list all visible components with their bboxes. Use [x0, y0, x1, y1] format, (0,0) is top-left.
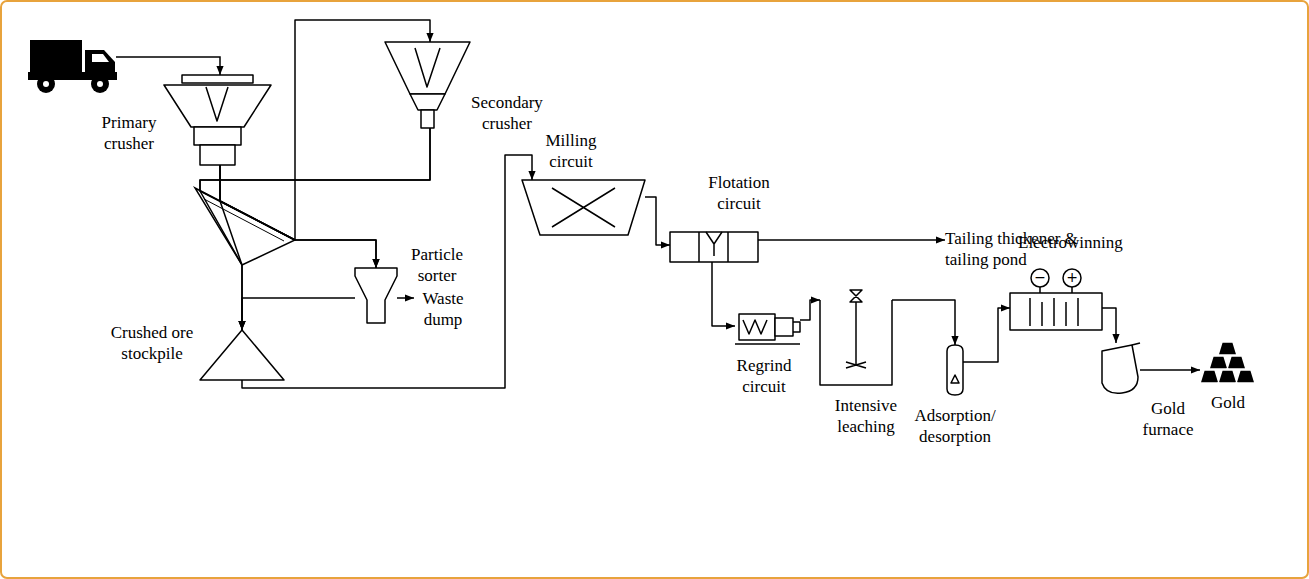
flow-arrow	[712, 262, 735, 326]
secondary-crusher: Secondary crusher	[385, 42, 470, 128]
flotation-cell: Flotation circuit	[670, 232, 758, 262]
process-label: Waste dump	[414, 288, 472, 331]
electrode-sign: −	[1031, 268, 1049, 286]
process-label: Milling circuit	[538, 130, 604, 173]
process-label: Gold furnace	[1138, 398, 1198, 441]
equipment-symbol	[522, 180, 645, 235]
flow-arrow	[200, 128, 430, 268]
vibrating-screen	[195, 188, 295, 265]
equipment-symbol	[947, 345, 963, 395]
equipment-symbol	[200, 330, 284, 380]
electrowinning-cell: Electrowinning	[1010, 268, 1102, 330]
process-label: Regrind circuit	[728, 355, 800, 398]
process-label: Gold	[1208, 392, 1248, 413]
gold-furnace: Gold furnace	[1092, 343, 1140, 395]
regrind-mill: Regrind circuit	[735, 308, 800, 346]
flow-arrow	[397, 297, 414, 299]
process-label: Flotation circuit	[698, 172, 780, 215]
equipment-symbol	[355, 268, 397, 323]
process-label: Adsorption/ desorption	[900, 405, 1010, 448]
particle-sorter: Particle sorter	[355, 268, 397, 323]
equipment-symbol	[1010, 268, 1102, 330]
flow-arrow	[963, 308, 1010, 362]
equipment-symbol	[670, 232, 758, 262]
flow-arrow	[758, 239, 945, 241]
ore-stockpile: Crushed ore stockpile	[200, 330, 284, 380]
process-label: Particle sorter	[401, 244, 473, 287]
flow-arrow	[645, 197, 670, 245]
process-label: Secondary crusher	[465, 92, 549, 135]
flow-arrow	[1102, 308, 1116, 343]
dump-truck	[28, 40, 117, 93]
flow-arrow	[800, 300, 820, 320]
equipment-symbol	[385, 42, 470, 128]
equipment-symbol	[1092, 343, 1140, 395]
equipment-symbol	[1200, 338, 1256, 383]
flow-arrow	[200, 128, 430, 330]
gold-bars: Gold	[1200, 338, 1256, 383]
process-label: Intensive leaching	[826, 395, 906, 438]
flow-arrow	[892, 300, 955, 345]
equipment-symbol	[820, 290, 892, 385]
electrode-sign: +	[1063, 268, 1081, 286]
flow-arrow	[242, 298, 355, 330]
primary-crusher: Primary crusher	[160, 75, 275, 165]
process-label: Crushed ore stockpile	[98, 322, 206, 365]
process-label: Electrowinning	[1018, 232, 1150, 253]
process-label: Primary crusher	[100, 112, 158, 155]
equipment-symbol	[735, 308, 800, 346]
equipment-symbol	[160, 75, 275, 165]
flow-arrow	[220, 165, 242, 330]
waste-dump: Waste dump	[414, 288, 472, 331]
flow-arrow	[1140, 369, 1200, 371]
adsorption-column: Adsorption/ desorption	[947, 345, 963, 395]
leach-tank: Intensive leaching	[820, 290, 892, 385]
flow-arrow	[242, 155, 532, 388]
mill: Milling circuit	[522, 180, 645, 235]
feed-arrow	[116, 57, 220, 75]
